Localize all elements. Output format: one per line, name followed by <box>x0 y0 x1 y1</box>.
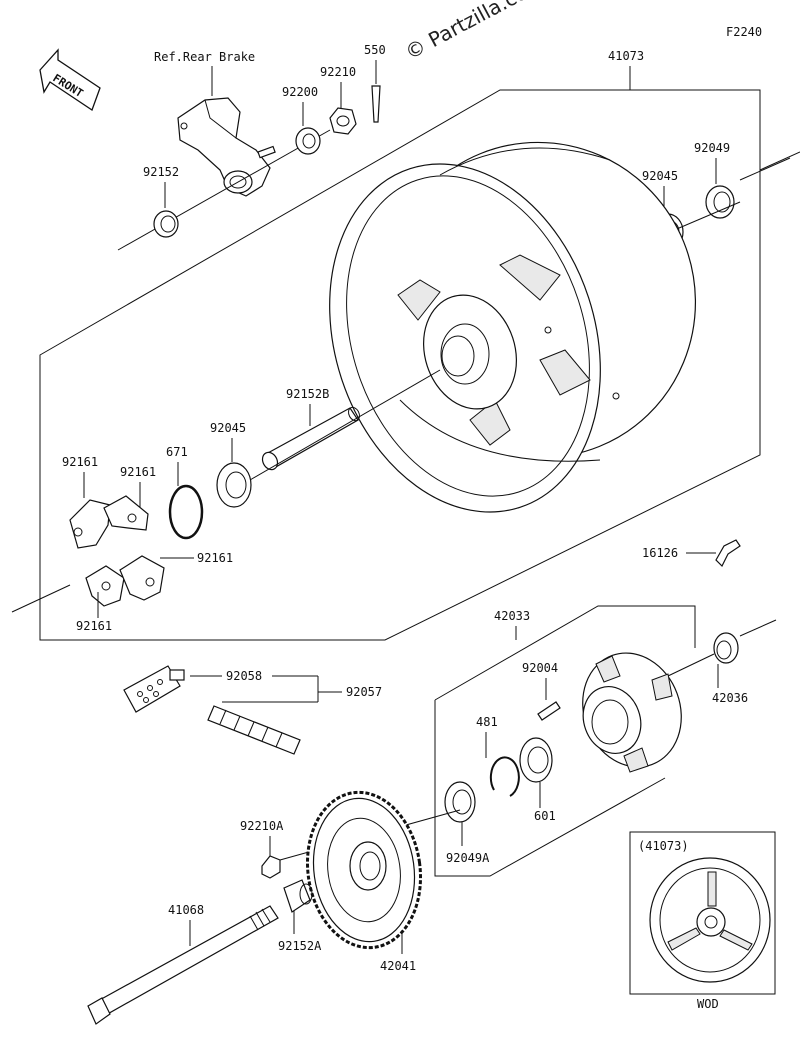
axle-collar-part[interactable] <box>283 879 313 913</box>
label-92161-a: 92161 <box>62 455 98 469</box>
label-92161-c: 92161 <box>197 551 233 565</box>
ref-rear-brake-label: Ref.Rear Brake <box>154 50 255 64</box>
stud-part[interactable] <box>537 701 561 721</box>
hub-assembly-frame-top <box>434 605 696 701</box>
inset-caption: WOD <box>697 997 719 1011</box>
chain-joint-part[interactable] <box>123 665 185 713</box>
label-92152B: 92152B <box>286 387 329 401</box>
label-41073: 41073 <box>608 49 644 63</box>
wheel-inset: (41073) WOD <box>629 831 776 1011</box>
label-92210: 92210 <box>320 65 356 79</box>
label-671: 671 <box>166 445 188 459</box>
label-92210A: 92210A <box>240 819 284 833</box>
label-41068: 41068 <box>168 903 204 917</box>
o-ring-part[interactable] <box>168 484 204 540</box>
rear-sprocket-part[interactable] <box>298 785 431 955</box>
air-valve-part[interactable] <box>715 539 741 568</box>
label-92152: 92152 <box>143 165 179 179</box>
wheel-damper-lower-part[interactable] <box>85 555 165 607</box>
wheel-assembly-frame <box>39 89 761 641</box>
oil-seal-part[interactable] <box>705 185 735 219</box>
rear-wheel-part[interactable] <box>286 95 743 547</box>
label-92045-top: 92045 <box>642 169 678 183</box>
inset-title: (41073) <box>638 839 689 853</box>
diagram-code: F2240 <box>726 25 762 39</box>
label-92058: 92058 <box>226 669 262 683</box>
cotter-pin-part[interactable] <box>371 85 381 123</box>
coupling-bearing-part[interactable] <box>519 737 553 783</box>
label-42036: 42036 <box>712 691 748 705</box>
caliper-bracket-part[interactable] <box>177 97 276 197</box>
watermark: © Partzilla.com <box>401 0 549 64</box>
coupling-seal-part[interactable] <box>444 781 476 823</box>
sprocket-nut-part[interactable] <box>261 855 281 879</box>
label-16126: 16126 <box>642 546 678 560</box>
axle-line-upper <box>117 129 331 251</box>
collar-part[interactable] <box>153 210 179 238</box>
label-92152A: 92152A <box>278 939 322 953</box>
front-arrow-icon: FRONT <box>39 48 101 111</box>
circlip-part[interactable] <box>489 756 520 797</box>
label-601: 601 <box>534 809 556 823</box>
label-92049: 92049 <box>694 141 730 155</box>
drive-chain-part[interactable] <box>207 705 301 755</box>
label-92057: 92057 <box>346 685 382 699</box>
axle-collar-tube-part[interactable] <box>260 405 362 472</box>
label-92045: 92045 <box>210 421 246 435</box>
label-42041: 42041 <box>380 959 416 973</box>
label-550: 550 <box>364 43 386 57</box>
label-92004: 92004 <box>522 661 558 675</box>
label-92161-d: 92161 <box>76 619 112 633</box>
sprocket-coupling-part[interactable] <box>567 639 697 781</box>
wheel-damper-upper-part[interactable] <box>69 495 149 549</box>
ball-bearing-part[interactable] <box>216 462 252 508</box>
label-92161-b: 92161 <box>120 465 156 479</box>
coupling-collar-part[interactable] <box>713 632 739 664</box>
rear-axle-part[interactable] <box>87 905 279 1025</box>
label-92200: 92200 <box>282 85 318 99</box>
axle-nut-part[interactable] <box>329 107 357 135</box>
label-92049A: 92049A <box>446 851 490 865</box>
label-42033: 42033 <box>494 609 530 623</box>
hub-assembly-frame-bottom <box>434 700 666 877</box>
washer-part[interactable] <box>295 127 321 155</box>
label-481: 481 <box>476 715 498 729</box>
